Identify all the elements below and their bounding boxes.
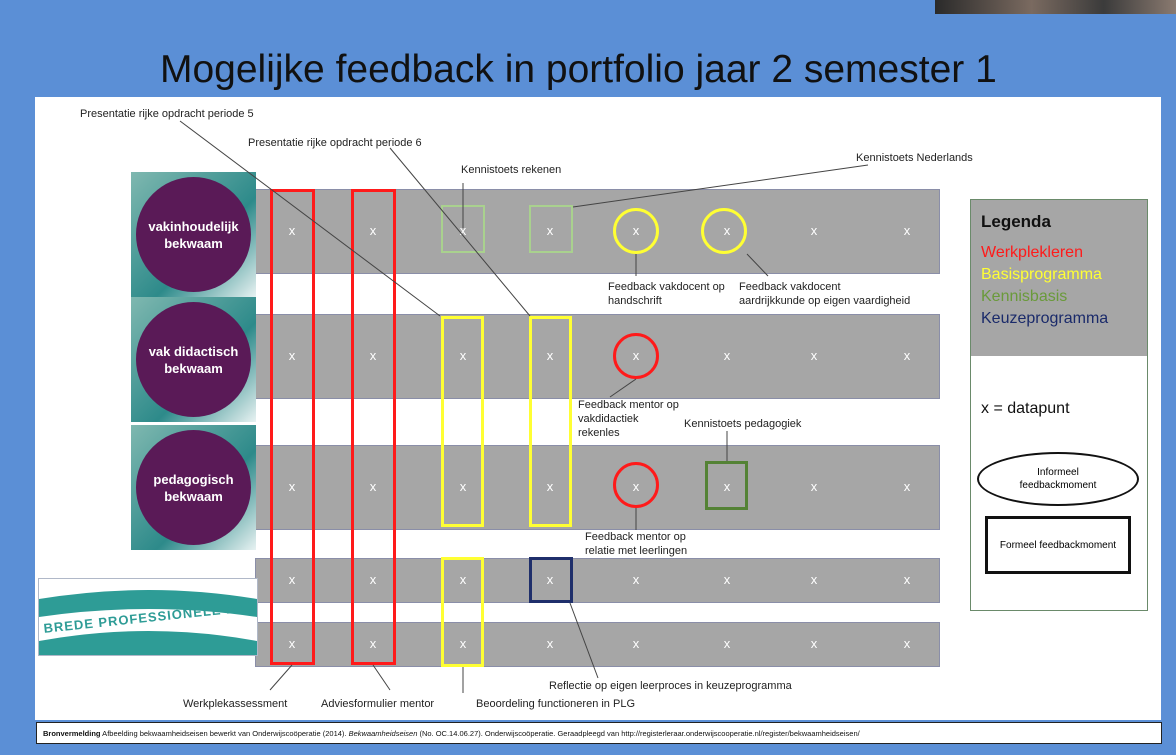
datapoint-x: x [723, 572, 731, 587]
callout-fb-mentor-rek-3: rekenles [578, 427, 620, 439]
callout-reflectie: Reflectie op eigen leerproces in keuzepr… [549, 680, 792, 692]
datapoint-x: x [288, 348, 296, 363]
legend-informeel-label: Informeel feedbackmoment [1019, 467, 1097, 491]
datapoint-x: x [546, 572, 554, 587]
row-brede-2 [255, 622, 940, 667]
callout-werkplek: Werkplekassessment [183, 698, 288, 710]
legend-datapoint: x = datapunt [981, 400, 1070, 417]
datapoint-x: x [903, 223, 911, 238]
callout-beoordeling: Beoordeling functioneren in PLG [476, 698, 635, 710]
footer-text-2: (No. OC.14.06.27). Onderwijscoöperatie. … [417, 729, 860, 738]
nederlands-box [529, 205, 573, 253]
legend-formeel-label: Formeel feedbackmoment [999, 539, 1117, 551]
footer-italic: Bekwaamheidseisen [348, 729, 418, 738]
slide-title: Mogelijke feedback in portfolio jaar 2 s… [160, 48, 997, 91]
callout-advies: Adviesformulier mentor [321, 698, 435, 710]
datapoint-x: x [810, 636, 818, 651]
footer-bold: Bronvermelding [43, 729, 101, 738]
datapoint-x: x [459, 348, 467, 363]
datapoint-x: x [288, 636, 296, 651]
callout-fb-mentor-rel-2: relatie met leerlingen [585, 545, 688, 557]
datapoint-x: x [369, 348, 377, 363]
legend-formeel: Formeel feedbackmoment [985, 516, 1131, 574]
badge-vakdidactisch: vak didactisch bekwaam [136, 302, 251, 417]
row-pedagogisch [255, 445, 940, 530]
datapoint-x: x [546, 479, 554, 494]
datapoint-x: x [369, 223, 377, 238]
datapoint-x: x [810, 223, 818, 238]
callout-fb-vakdocent-1: Feedback vakdocent op [608, 281, 725, 293]
badge-pedagogisch: pedagogisch bekwaam [136, 430, 251, 545]
datapoint-x: x [459, 636, 467, 651]
datapoint-x: x [369, 479, 377, 494]
datapoint-x: x [369, 572, 377, 587]
datapoint-x: x [723, 348, 731, 363]
datapoint-x: x [546, 348, 554, 363]
reflectie-box [529, 557, 573, 603]
badge-vakinhoudelijk: vakinhoudelijk bekwaam [136, 177, 251, 292]
plg-box [441, 557, 484, 667]
fb-mentor-relatie-ring [613, 462, 659, 508]
callout-fb-mentor-rek-2: vakdidactiek [578, 413, 639, 425]
datapoint-x: x [810, 572, 818, 587]
legend-item-keuzeprogramma: Keuzeprogramma [981, 310, 1109, 327]
legend-item-kennisbasis: Kennisbasis [981, 288, 1068, 305]
datapoint-x: x [723, 479, 731, 494]
callout-pedagogiek: Kennistoets pedagogiek [684, 418, 802, 430]
werkplek-box [270, 189, 315, 665]
callout-fb-vakdocent-2: handschrift [608, 295, 662, 307]
row-vakdidactisch [255, 314, 940, 399]
callout-rekenen: Kennistoets rekenen [461, 164, 562, 176]
legend-item-werkplekleren: Werkplekleren [981, 244, 1083, 261]
header-photo [935, 0, 1176, 14]
fb-aardrijkskunde-ring [701, 208, 747, 254]
datapoint-x: x [546, 636, 554, 651]
datapoint-x: x [903, 348, 911, 363]
callout-nederlands: Kennistoets Nederlands [856, 152, 973, 164]
callout-fb-aardr-1: Feedback vakdocent [739, 281, 841, 293]
datapoint-x: x [546, 223, 554, 238]
source-footer: Bronvermelding Afbeelding bekwaamheidsei… [36, 722, 1162, 744]
fb-vakdocent-ring [613, 208, 659, 254]
pedagogiek-box [705, 461, 748, 510]
datapoint-x: x [632, 636, 640, 651]
legend: Legenda Werkplekleren Basisprogramma Ken… [970, 199, 1148, 611]
callout-fb-mentor-rel-1: Feedback mentor op [585, 531, 686, 543]
datapoint-x: x [459, 223, 467, 238]
legend-header [971, 200, 1147, 356]
datapoint-x: x [288, 223, 296, 238]
row-brede-1 [255, 558, 940, 603]
datapoint-x: x [459, 479, 467, 494]
callout-fb-mentor-rek-1: Feedback mentor op [578, 399, 679, 411]
pres6-box [529, 316, 572, 527]
datapoint-x: x [903, 479, 911, 494]
datapoint-x: x [632, 572, 640, 587]
datapoint-x: x [369, 636, 377, 651]
callout-fb-aardr-2: aardrijkkunde op eigen vaardigheid [739, 295, 911, 307]
datapoint-x: x [810, 348, 818, 363]
pres5-box [441, 316, 484, 527]
datapoint-x: x [723, 636, 731, 651]
datapoint-x: x [810, 479, 818, 494]
datapoint-x: x [288, 572, 296, 587]
legend-informeel: Informeel feedbackmoment [977, 452, 1139, 506]
legend-item-basisprogramma: Basisprogramma [981, 266, 1102, 283]
fb-mentor-rekenles-ring [613, 333, 659, 379]
callout-pres6: Presentatie rijke opdracht periode 6 [248, 137, 422, 149]
brede-professionele-basis-logo: BREDE PROFESSIONELE BASIS [38, 578, 258, 656]
callout-pres5: Presentatie rijke opdracht periode 5 [80, 108, 254, 120]
brede-logo-graphic [39, 590, 257, 655]
datapoint-x: x [288, 479, 296, 494]
datapoint-x: x [903, 636, 911, 651]
advies-box [351, 189, 396, 665]
datapoint-x: x [903, 572, 911, 587]
legend-title: Legenda [981, 212, 1051, 231]
footer-text-1: Afbeelding bekwaamheidseisen bewerkt van… [100, 729, 349, 738]
datapoint-x: x [459, 572, 467, 587]
